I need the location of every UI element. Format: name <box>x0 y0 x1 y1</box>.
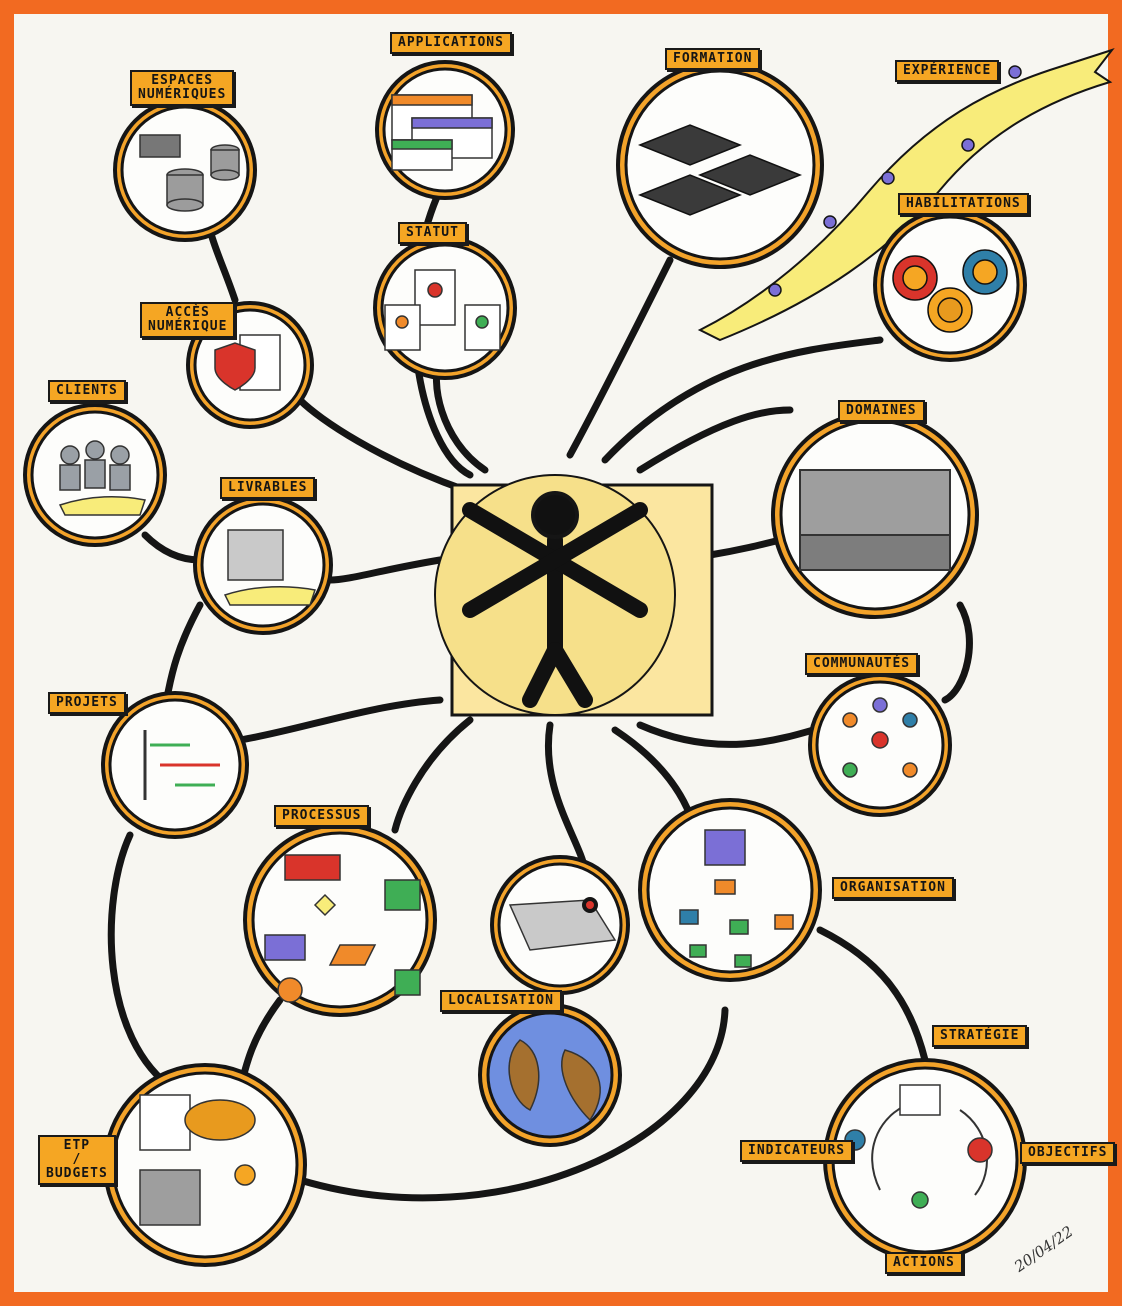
node-habilitations <box>873 208 1027 362</box>
connector-habilitations <box>601 336 884 464</box>
money-bag-icon <box>184 1099 256 1141</box>
label-etp-budgets: ETP / BUDGETS <box>38 1135 116 1185</box>
connector-projets <box>236 696 444 744</box>
people-group-icon <box>59 440 131 491</box>
milestone-pin-icon <box>1008 65 1022 79</box>
label-acces-numerique: ACCÈS NUMÉRIQUE <box>140 302 236 338</box>
node-processus <box>243 823 437 1017</box>
award-badge-icon <box>892 249 1008 333</box>
connector-clients <box>141 531 204 564</box>
label-statut: STATUT <box>398 222 467 244</box>
label-organisation: ORGANISATION <box>832 877 954 899</box>
connector-domaines <box>636 406 794 474</box>
gantt-chart-icon <box>143 730 220 800</box>
connector-livrables-projets <box>161 601 204 709</box>
coins-icon <box>234 1164 256 1186</box>
server-database-icon <box>139 134 240 212</box>
label-espaces-numeriques: ESPACES NUMÉRIQUES <box>130 70 235 106</box>
label-experience: EXPÉRIENCE <box>895 60 1000 82</box>
label-domaines: DOMAINES <box>838 400 925 422</box>
node-strategie <box>823 1058 1027 1262</box>
connector-processus <box>391 716 474 834</box>
location-pin-icon <box>582 897 598 913</box>
node-localisation-globe <box>478 1003 622 1147</box>
whiteboard-icon <box>899 1084 941 1116</box>
node-projets <box>101 691 249 839</box>
hand-icon <box>58 495 146 516</box>
connector-communautes <box>941 601 973 704</box>
node-applications <box>375 60 515 200</box>
connector-etp-organisation <box>296 1006 729 1202</box>
label-projets: PROJETS <box>48 692 126 714</box>
community-network-icon <box>842 697 918 778</box>
node-espaces <box>113 98 257 242</box>
node-center <box>434 474 714 717</box>
graduation-cap-icon <box>637 124 803 216</box>
node-organisation <box>638 798 822 982</box>
connector-localisation <box>545 721 589 874</box>
connector-communautes-2 <box>636 721 834 748</box>
calculator-icon <box>139 1169 201 1226</box>
milestone-pin-icon <box>961 138 975 152</box>
flowchart-icon <box>264 854 421 1003</box>
connector-organisation <box>611 726 694 819</box>
label-indicateurs: INDICATEURS <box>740 1140 854 1162</box>
security-shield-icon <box>214 342 256 391</box>
label-communautes: COMMUNAUTÉS <box>805 653 919 675</box>
node-statut <box>373 236 517 380</box>
label-processus: PROCESSUS <box>274 805 370 827</box>
target-icon <box>967 1137 993 1163</box>
label-strategie: STRATÉGIE <box>932 1025 1028 1047</box>
runner-icon <box>911 1191 929 1209</box>
connector-domaines-2 <box>706 536 784 559</box>
label-localisation: LOCALISATION <box>440 990 562 1012</box>
node-circles <box>23 60 1027 1267</box>
connector-livrables <box>326 556 444 584</box>
org-chart-icon <box>679 829 794 968</box>
node-clients <box>23 403 167 547</box>
label-actions: ACTIONS <box>885 1252 963 1274</box>
label-formation: FORMATION <box>665 48 761 70</box>
milestone-pin-icon <box>768 283 782 297</box>
app-windows-icon <box>391 94 493 171</box>
node-communautes <box>808 673 952 817</box>
node-livrables <box>193 495 333 635</box>
node-localisation-map <box>490 855 630 995</box>
milestone-pin-icon <box>881 171 895 185</box>
connector-acces <box>296 396 469 494</box>
connector-strategie <box>816 926 929 1064</box>
label-clients: CLIENTS <box>48 380 126 402</box>
node-formation <box>616 61 824 269</box>
connector-espaces <box>206 226 239 304</box>
chart-board-icon <box>139 1094 191 1151</box>
connector-etp <box>107 831 179 1094</box>
milestone-pin-icon <box>823 215 837 229</box>
label-objectifs: OBJECTIFS <box>1020 1142 1116 1164</box>
hand-icon <box>223 585 316 606</box>
node-domaines <box>771 411 979 619</box>
label-livrables: LIVRABLES <box>220 477 316 499</box>
label-applications: APPLICATIONS <box>390 32 512 54</box>
node-etp <box>103 1063 307 1267</box>
badge-person-icon <box>384 269 501 351</box>
deliverable-box-icon <box>227 529 284 581</box>
label-habilitations: HABILITATIONS <box>898 193 1029 215</box>
vitruvian-figure-icon <box>462 502 648 708</box>
connector-formation <box>566 256 674 459</box>
